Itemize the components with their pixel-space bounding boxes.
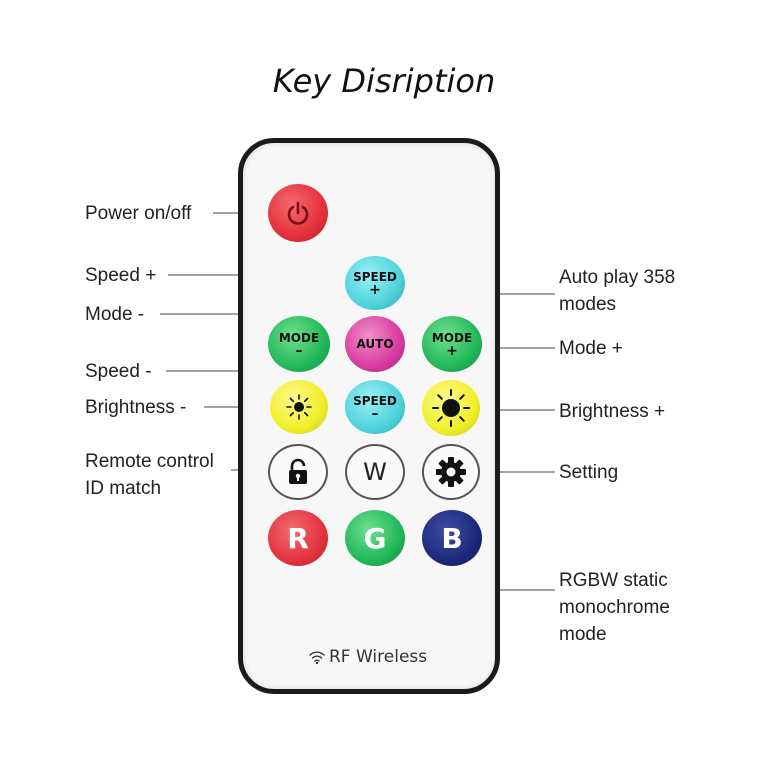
speed-plus-label: SPEED [353, 269, 397, 284]
w-label: W [363, 458, 387, 486]
mode-plus-label: MODE [431, 330, 473, 345]
mode-minus-button[interactable]: MODE – [268, 316, 330, 372]
label-setting: Setting [559, 462, 619, 483]
w-button[interactable]: W [345, 444, 405, 500]
auto-button[interactable]: AUTO [345, 316, 405, 372]
brightness-plus-button[interactable] [422, 380, 480, 436]
g-button[interactable]: G [345, 510, 405, 566]
speed-minus-sign: – [371, 405, 379, 422]
auto-label: AUTO [356, 336, 394, 351]
gear-icon [436, 457, 466, 487]
r-label: R [287, 521, 309, 555]
label-auto-play-line1: Auto play 358 [559, 267, 676, 288]
label-brightness-minus: Brightness - [85, 397, 187, 418]
power-icon [287, 201, 309, 225]
rf-wireless-text: RF Wireless [329, 647, 428, 667]
speed-minus-label: SPEED [353, 393, 397, 408]
mode-plus-button[interactable]: MODE + [422, 316, 482, 372]
speed-plus-sign: + [369, 281, 381, 298]
g-label: G [363, 521, 387, 555]
label-rgbw-line1: RGBW static [559, 570, 668, 591]
label-mode-plus: Mode + [559, 338, 623, 359]
mode-plus-sign: + [446, 342, 458, 359]
b-button[interactable]: B [422, 510, 482, 566]
r-button[interactable]: R [268, 510, 328, 566]
mode-minus-sign: – [295, 342, 303, 359]
sun-small-icon [286, 394, 312, 420]
label-rgbw-line3: mode [559, 624, 607, 645]
label-speed-minus: Speed - [85, 361, 152, 382]
speed-plus-button[interactable]: SPEED + [345, 256, 405, 310]
sun-large-icon [432, 389, 470, 427]
rf-wireless-footer: RF Wireless [308, 647, 427, 667]
brightness-minus-button[interactable] [270, 380, 328, 434]
speed-minus-button[interactable]: SPEED – [345, 380, 405, 434]
diagram-title: Key Disription [272, 62, 496, 100]
b-label: B [441, 521, 463, 555]
label-auto-play-line2: modes [559, 294, 617, 315]
lock-icon [289, 458, 307, 484]
power-button[interactable] [268, 184, 328, 242]
label-remote-id-line2: ID match [85, 478, 162, 499]
id-match-button[interactable] [268, 444, 328, 500]
label-brightness-plus: Brightness + [559, 401, 666, 422]
label-power: Power on/off [85, 203, 192, 224]
label-speed-plus: Speed + [85, 265, 157, 286]
setting-button[interactable] [422, 444, 480, 500]
label-mode-minus: Mode - [85, 304, 145, 325]
wifi-icon [309, 651, 325, 665]
mode-minus-label: MODE [278, 330, 320, 345]
label-rgbw-line2: monochrome [559, 597, 670, 618]
label-remote-id-line1: Remote control [85, 451, 214, 472]
